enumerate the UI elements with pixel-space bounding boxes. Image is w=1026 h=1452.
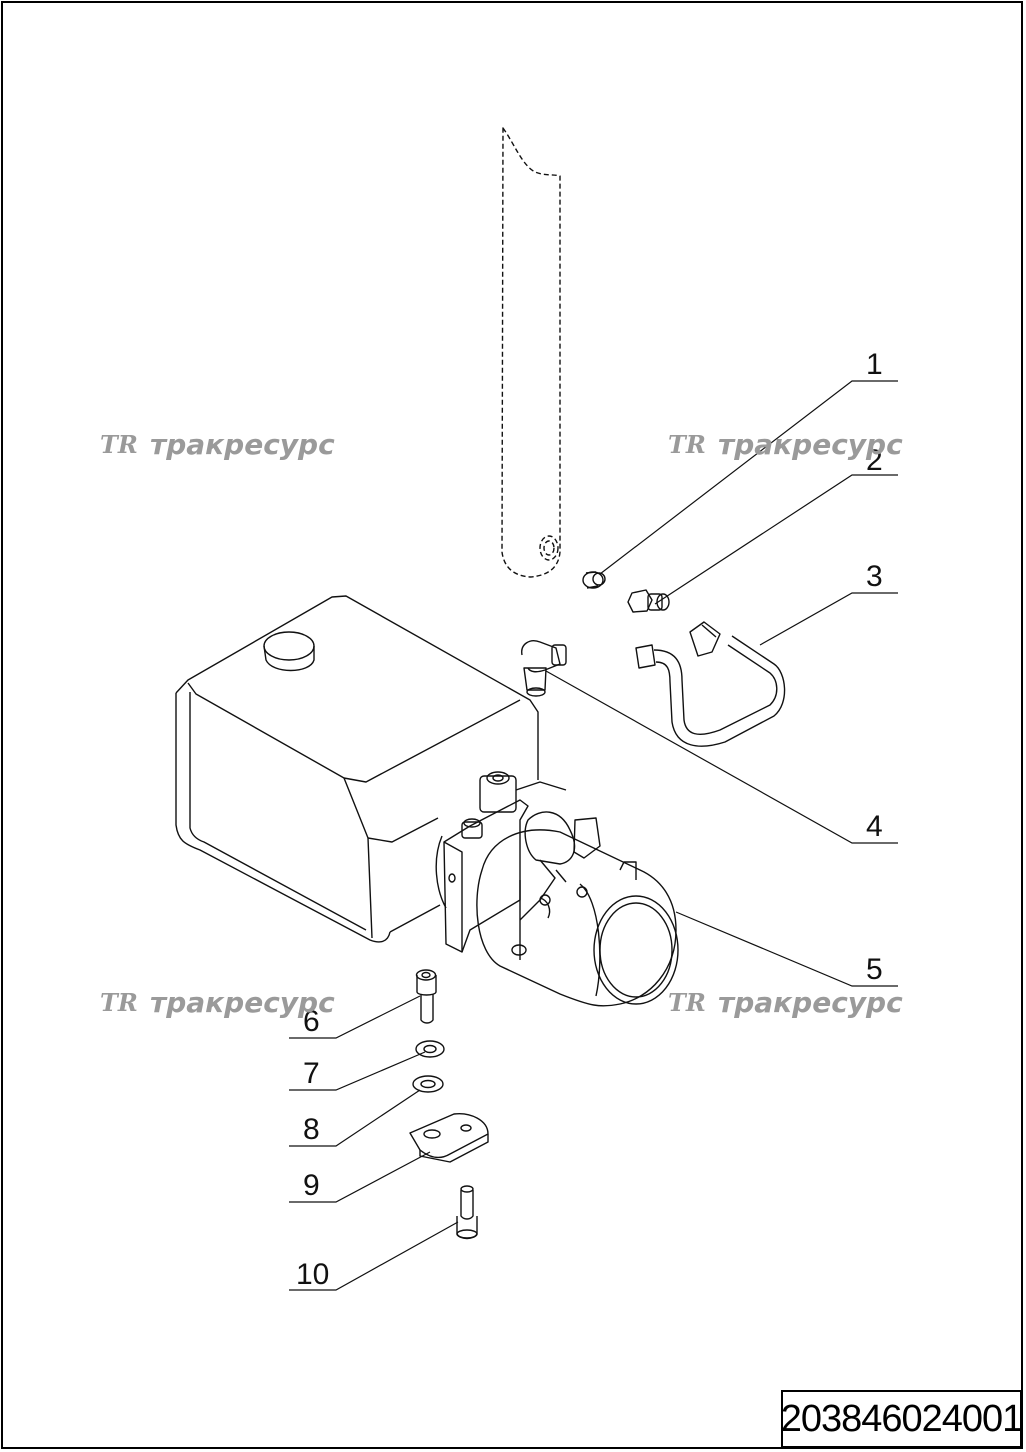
callout-2: 2 <box>866 444 883 477</box>
part-9-plate <box>409 1113 489 1163</box>
watermark-logo: TR <box>668 430 706 459</box>
watermark-logo: TR <box>100 988 138 1017</box>
watermark-logo: TR <box>668 988 706 1017</box>
pump-assembly <box>435 771 679 1007</box>
part-1-bushing <box>582 571 606 589</box>
drawing-code: 203846024001 <box>780 1397 1024 1440</box>
part-7-spring-washer <box>415 1040 445 1058</box>
callout-6: 6 <box>303 1005 320 1038</box>
watermark-text: тракресурс <box>718 428 903 461</box>
callout-7: 7 <box>303 1057 320 1090</box>
watermark-text: тракресурс <box>150 428 335 461</box>
watermark-logo: TR <box>100 430 138 459</box>
leader-lines <box>289 380 898 1291</box>
callout-5: 5 <box>866 953 883 986</box>
callout-9: 9 <box>303 1169 320 1202</box>
part-3-pipe <box>635 621 786 747</box>
drawing-code-box: 203846024001 <box>780 1390 1024 1448</box>
callout-1: 1 <box>866 348 883 381</box>
part-10-screw <box>456 1185 478 1240</box>
callout-8: 8 <box>303 1113 320 1146</box>
part-2-adapter <box>627 589 670 613</box>
watermark-text: тракресурс <box>150 986 335 1019</box>
part-6-screw <box>415 969 437 1024</box>
part-8-flat-washer <box>412 1075 444 1093</box>
watermark-text: тракресурс <box>718 986 903 1019</box>
mast-tube <box>501 127 561 578</box>
callouts: 1 2 3 4 5 6 7 8 9 10 <box>296 348 883 1291</box>
callout-4: 4 <box>866 810 883 843</box>
part-4-elbow-fitting <box>521 640 567 697</box>
tank <box>175 595 539 943</box>
callout-3: 3 <box>866 560 883 593</box>
callout-10: 10 <box>296 1258 329 1291</box>
